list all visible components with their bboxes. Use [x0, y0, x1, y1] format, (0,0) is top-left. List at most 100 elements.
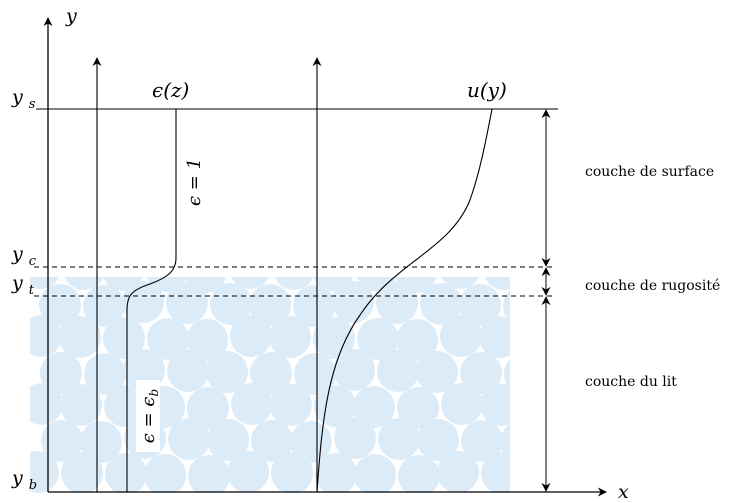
particle: [441, 383, 483, 425]
particle: [354, 454, 396, 493]
particle: [251, 420, 293, 462]
particle: [377, 350, 419, 392]
particle: [417, 419, 459, 461]
yb-label-subscript: b: [29, 478, 37, 493]
yt-label-subscript: t: [29, 283, 35, 298]
particle: [103, 317, 145, 359]
particle: [290, 421, 332, 463]
particle: [166, 282, 208, 324]
porosity-label: ϵ(z): [152, 78, 189, 102]
particle: [459, 284, 501, 326]
particle: [416, 351, 458, 393]
particle: [376, 282, 418, 324]
particle: [185, 277, 227, 293]
particle: [332, 281, 374, 323]
particle: [39, 284, 81, 326]
particle: [168, 418, 210, 460]
yt-label-text: y: [11, 272, 23, 294]
porosity-curve: [126, 109, 177, 492]
particle: [187, 387, 229, 429]
particle: [460, 352, 502, 394]
particle: [420, 283, 462, 325]
particle: [40, 352, 82, 394]
particle: [313, 277, 353, 291]
eps-bed-label: ϵ = ϵb: [138, 389, 161, 443]
particle: [440, 315, 482, 357]
particle: [227, 451, 269, 493]
particle: [396, 319, 438, 361]
yt-label: y t: [11, 272, 35, 298]
particle: [60, 384, 102, 426]
particle: [250, 352, 292, 394]
particle: [210, 283, 252, 325]
particle-bed: [30, 277, 510, 493]
particle: [274, 277, 314, 290]
ys-label: y s: [11, 86, 36, 112]
particle: [30, 383, 63, 425]
velocity-curve: [316, 108, 493, 493]
particle: [357, 318, 399, 360]
particle: [206, 351, 248, 393]
particle: [271, 452, 313, 493]
ys-label-text: y: [11, 86, 23, 108]
eps-one-label: ϵ = 1: [184, 158, 205, 206]
particle: [231, 277, 269, 289]
particle: [103, 277, 143, 291]
particle: [378, 418, 420, 460]
particle: [504, 359, 510, 389]
particle: [59, 316, 101, 358]
x-axis-label: x: [618, 481, 629, 503]
particle: [30, 315, 62, 357]
particle: [461, 420, 503, 462]
particle: [395, 277, 437, 293]
velocity-label: u(y): [467, 78, 507, 102]
particle: [269, 316, 311, 358]
particle: [61, 452, 103, 493]
bed-layer-label: couche du lit: [585, 374, 677, 390]
eps-bed-label-bg: [136, 380, 160, 452]
particle: [441, 277, 479, 289]
particle: [293, 285, 335, 327]
particle: [270, 384, 312, 426]
particle: [80, 421, 122, 463]
particle: [315, 453, 357, 493]
particle: [84, 353, 126, 395]
particle: [484, 277, 510, 290]
particle: [41, 420, 83, 462]
particle: [480, 384, 510, 426]
particle: [479, 316, 510, 358]
particle: [481, 452, 510, 493]
particle: [104, 385, 146, 427]
particle: [122, 281, 164, 323]
particle: [64, 277, 104, 290]
particle: [146, 277, 188, 292]
surface-layer-label: couche de surface: [585, 164, 714, 180]
y-axis-label: y: [65, 5, 77, 27]
particle: [294, 353, 336, 395]
ys-label-subscript: s: [29, 97, 36, 112]
particle: [167, 350, 209, 392]
yc-label-subscript: c: [29, 254, 37, 269]
particle: [186, 319, 228, 361]
particle: [30, 451, 59, 493]
yb-label: y b: [11, 467, 37, 493]
eps-bed-subscript: b: [147, 389, 161, 397]
yc-label: y c: [11, 243, 37, 269]
particle: [83, 285, 125, 327]
particle: [144, 454, 186, 493]
particle: [249, 284, 291, 326]
particle: [398, 455, 440, 493]
roughness-layer-label: couche de rugosité: [585, 278, 720, 294]
particle: [356, 277, 398, 292]
particle: [313, 317, 355, 359]
particle: [231, 383, 273, 425]
yc-label-text: y: [11, 243, 23, 265]
particle: [353, 386, 395, 428]
particle: [30, 277, 59, 289]
particle: [147, 318, 189, 360]
particle: [207, 419, 249, 461]
yb-label-text: y: [11, 467, 23, 489]
particle: [397, 387, 439, 429]
particle: [500, 424, 510, 460]
